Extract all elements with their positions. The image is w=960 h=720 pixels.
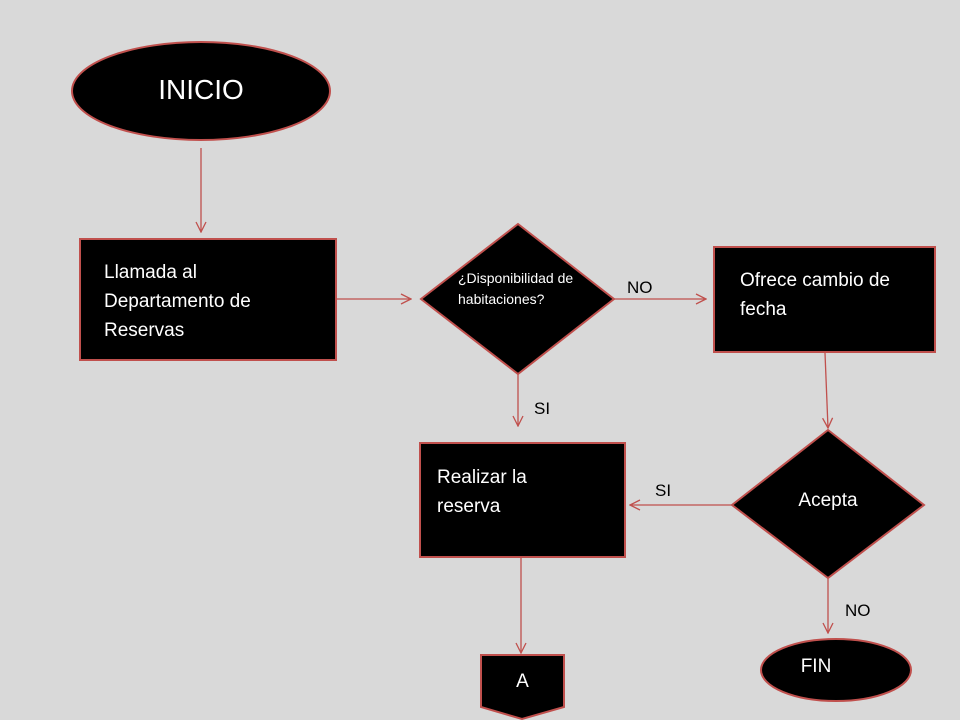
availability-decision-shape xyxy=(419,222,616,376)
availability-no-label: NO xyxy=(627,278,653,297)
offer-label: Ofrece cambio de fecha xyxy=(740,270,890,320)
availability-si-label: SI xyxy=(534,399,551,418)
call-process-shape xyxy=(79,238,337,361)
reserve-label: Realizar la reserva xyxy=(437,467,527,517)
accept-no-label: NO xyxy=(845,601,871,620)
start-terminal-shape xyxy=(71,41,331,141)
reserve-process-shape xyxy=(419,442,626,558)
offpage-connector-label: A xyxy=(516,671,529,692)
offer-process-shape xyxy=(713,246,936,353)
call-label: Llamada al Departamento de Reservas xyxy=(104,262,251,341)
offpage-connector-shape xyxy=(480,654,565,720)
availability-label: ¿Disponibilidad de habitaciones? xyxy=(458,270,574,307)
accept-label: Acepta xyxy=(798,490,858,511)
connector-offer-to-accept xyxy=(825,352,828,428)
end-label: FIN xyxy=(800,656,832,677)
accept-decision-shape xyxy=(730,428,926,580)
end-terminal-shape xyxy=(760,638,912,702)
accept-si-label: SI xyxy=(655,481,672,500)
start-label: INICIO xyxy=(158,74,244,105)
